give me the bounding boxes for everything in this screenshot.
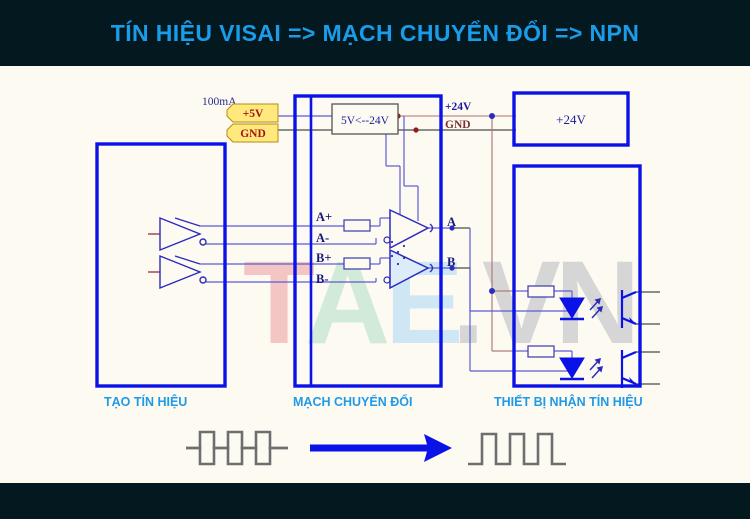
junction-dot-b (449, 265, 455, 271)
terminal-out-a: A (447, 215, 456, 229)
supply-24v-label: +24V (556, 112, 586, 127)
input-square-wave (186, 430, 288, 450)
input-square-wave-inverted (186, 446, 288, 466)
current-label: 100mA (202, 96, 237, 108)
rail-24v-label: +24V (445, 101, 472, 113)
junction-dot-4 (489, 288, 495, 294)
watermark: T A E . V N (243, 237, 640, 369)
tag-plus5v-shape (226, 103, 279, 123)
watermark-letter-dot: . (452, 237, 485, 369)
opto2-resistor (527, 345, 555, 358)
caption-converter: MẠCH CHUYỂN ĐỔI (293, 395, 413, 409)
terminal-a-plus: A+ (316, 210, 332, 224)
resistor-b (343, 257, 371, 270)
terminal-b-minus: B- (316, 272, 329, 286)
waveform-row (186, 430, 566, 466)
opto1-led-triangle (559, 297, 585, 319)
resistor-a (343, 219, 371, 232)
rail-gnd-label: GND (445, 119, 471, 131)
opto1-resistor (527, 285, 555, 298)
header-band (0, 0, 750, 66)
diff-amp-a-bubble (383, 236, 391, 244)
diff-amp-b-bubble (383, 276, 391, 284)
tag-plus5v-label: +5V (243, 108, 264, 120)
block-receiver-device (512, 164, 642, 388)
line-drivers (159, 216, 207, 290)
caption-signal-source: TẠO TÍN HIỆU (104, 395, 188, 409)
junction-dot-a (449, 225, 455, 231)
opto1-phototransistor (620, 290, 637, 328)
opto1-light-arrows (589, 297, 604, 319)
diagram-canvas: T A E . V N (0, 66, 750, 483)
watermark-letter-t: T (243, 237, 315, 369)
terminal-a-minus: A- (316, 231, 329, 245)
opto2-light-arrows (589, 357, 604, 379)
opto2-led-triangle (559, 357, 585, 379)
terminal-b-plus: B+ (316, 251, 331, 265)
tag-gnd-label: GND (240, 128, 266, 140)
diff-amp-b (389, 248, 430, 290)
driver-a-triangle (159, 216, 202, 252)
driver-a-bubble (199, 238, 207, 246)
diff-amp-a (389, 208, 430, 250)
terminal-out-b: B (447, 255, 455, 269)
power-tags: 100mA +5V GND 5V<--24V +24V GND (202, 96, 472, 143)
driver-a-out-top (174, 217, 201, 227)
diff-amp-b-arrow (429, 263, 434, 273)
footer-band (0, 483, 750, 519)
driver-b-out-top (174, 255, 201, 265)
junction-dot-3 (489, 113, 495, 119)
output-square-wave (468, 432, 566, 466)
block-signal-source (95, 142, 227, 388)
block-supply-24v (512, 91, 630, 147)
driver-b-triangle (159, 254, 202, 290)
diff-amp-a-arrow (429, 223, 434, 233)
optocouplers (527, 285, 637, 388)
dc-converter-box (331, 103, 399, 135)
page-title: TÍN HIỆU VISAI => MẠCH CHUYỂN ĐỔI => NPN (110, 19, 640, 46)
caption-receiver: THIẾT BỊ NHẬN TÍN HIỆU (494, 395, 643, 409)
junction-dot-2 (413, 127, 419, 133)
transform-arrow-head (424, 434, 452, 462)
opto2-phototransistor (620, 350, 637, 388)
ellipsis-dots (390, 240, 406, 266)
driver-b-bubble (199, 276, 207, 284)
terminal-labels: A+ A- B+ B- A B (316, 210, 456, 286)
converter-internals (343, 208, 434, 290)
tag-gnd-shape (226, 123, 279, 143)
dc-converter-label: 5V<--24V (341, 115, 390, 127)
